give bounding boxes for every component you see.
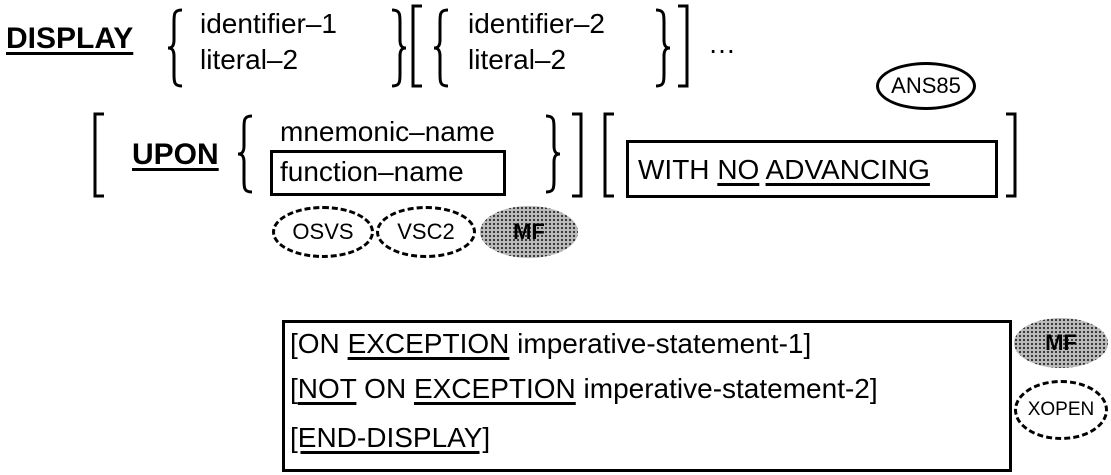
- option1-identifier: identifier–1: [200, 8, 337, 39]
- osvs-badge: OSVS: [272, 206, 374, 258]
- right-brace-2: [655, 8, 671, 88]
- on-exception-line: [ON EXCEPTION imperative-statement-1]: [290, 330, 811, 358]
- mf-label-2: MF: [1045, 330, 1077, 355]
- left-brace-1: [167, 8, 183, 88]
- upon-keyword: UPON: [132, 138, 219, 171]
- vsc2-badge: VSC2: [376, 206, 476, 258]
- vsc2-label: VSC2: [397, 219, 455, 244]
- with-no-advancing-clause: WITH NO ADVANCING: [638, 156, 930, 184]
- with-word: WITH: [638, 154, 710, 185]
- option1-literal: literal–2: [200, 44, 299, 75]
- no-keyword: NO: [717, 154, 760, 185]
- right-bracket-upon: [572, 112, 583, 198]
- left-bracket-upon: [93, 112, 104, 198]
- function-name-box: [270, 150, 506, 196]
- mf-label-1: MF: [513, 219, 545, 244]
- right-brace-1: [391, 8, 407, 88]
- exception-keyword-1: EXCEPTION: [347, 328, 510, 359]
- not-on-exception-line: [NOT ON EXCEPTION imperative-statement-2…: [290, 375, 878, 403]
- with-no-advancing-box: [626, 140, 998, 198]
- left-brace-2: [433, 8, 449, 88]
- on-exception-open: [ON: [290, 328, 348, 359]
- not-keyword: NOT: [297, 373, 357, 404]
- advancing-keyword: ADVANCING: [765, 154, 930, 185]
- function-name: function–name: [280, 156, 464, 187]
- not-on-exception-open: [: [290, 373, 298, 404]
- not-on-exception-mid: ON: [356, 373, 414, 404]
- ans85-badge: ANS85: [876, 62, 976, 110]
- option2-identifier: identifier–2: [468, 8, 605, 39]
- not-on-exception-rest: imperative-statement-2]: [575, 373, 878, 404]
- left-brace-upon: [237, 114, 253, 194]
- mnemonic-name: mnemonic–name: [280, 116, 495, 147]
- right-bracket-advancing: [1006, 112, 1017, 198]
- xopen-badge: XOPEN: [1014, 380, 1108, 440]
- ellipsis: …: [708, 28, 736, 59]
- right-bracket-1: [678, 4, 689, 88]
- mf-badge-1: MF: [480, 206, 578, 258]
- exception-keyword-2: EXCEPTION: [413, 373, 576, 404]
- xopen-label: XOPEN: [1027, 399, 1095, 420]
- left-bracket-1: [411, 4, 422, 88]
- on-exception-rest: imperative-statement-1]: [509, 328, 812, 359]
- end-display-line: [END-DISPLAY]: [290, 422, 491, 453]
- osvs-label: OSVS: [292, 219, 354, 244]
- exception-block: [282, 320, 1012, 472]
- display-keyword: DISPLAY: [6, 22, 134, 55]
- right-brace-upon: [545, 114, 561, 194]
- option2-literal: literal–2: [468, 44, 567, 75]
- ans85-label: ANS85: [891, 73, 961, 98]
- left-bracket-advancing: [603, 112, 614, 198]
- mf-badge-2: MF: [1014, 318, 1108, 368]
